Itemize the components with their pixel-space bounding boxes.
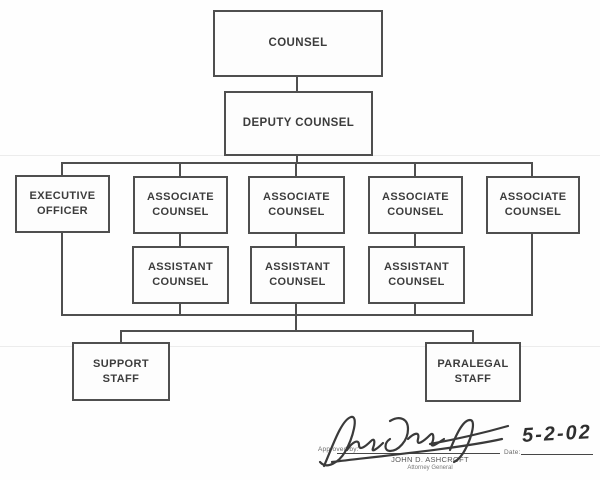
connector-counsel-deputy	[296, 77, 298, 91]
connector-drop-paralegal-staff	[472, 332, 474, 342]
connector-assistant2-lower-bus	[295, 304, 297, 316]
node-assistant-counsel-1: ASSISTANT COUNSEL	[132, 246, 229, 304]
connector-drop-associate-3	[414, 164, 416, 176]
approved-by-label: Approved by:	[318, 446, 359, 453]
node-paralegal-staff: PARALEGAL STAFF	[425, 342, 521, 402]
node-assistant-counsel-3: ASSISTANT COUNSEL	[368, 246, 465, 304]
signatory-title: Attorney General	[407, 465, 453, 471]
connector-executive-lower-bus	[61, 233, 63, 316]
scan-artifact-line	[0, 346, 600, 347]
connector-assistant3-lower-bus	[414, 304, 416, 316]
node-associate-counsel-2: ASSOCIATE COUNSEL	[248, 176, 345, 234]
connector-drop-associate-1	[179, 164, 181, 176]
connector-assistant1-lower-bus	[179, 304, 181, 316]
signature-scrawl	[318, 415, 510, 468]
node-support-staff: SUPPORT STAFF	[72, 342, 170, 401]
date-line	[521, 454, 593, 455]
connector-lower-bus	[61, 314, 533, 316]
connector-staff-bus	[120, 330, 474, 332]
connector-drop-associate-2	[295, 164, 297, 176]
signature-line	[337, 453, 500, 454]
connector-deputy-bus	[296, 156, 298, 164]
node-deputy-counsel: DEPUTY COUNSEL	[224, 91, 373, 156]
connector-drop-associate-4	[531, 164, 533, 176]
signatory-name: JOHN D. ASHCROFT	[391, 455, 469, 464]
connector-row3-bus	[61, 162, 533, 164]
node-assistant-counsel-2: ASSISTANT COUNSEL	[250, 246, 345, 304]
connector-associate2-assistant2	[295, 234, 297, 246]
node-counsel: COUNSEL	[213, 10, 383, 77]
node-associate-counsel-1: ASSOCIATE COUNSEL	[133, 176, 228, 234]
node-associate-counsel-4: ASSOCIATE COUNSEL	[486, 176, 580, 234]
connector-drop-support-staff	[120, 332, 122, 342]
connector-associate4-lower-bus	[531, 234, 533, 316]
connector-drop-executive-officer	[61, 164, 63, 175]
connector-associate3-assistant3	[414, 234, 416, 246]
node-executive-officer: EXECUTIVE OFFICER	[15, 175, 110, 233]
handwritten-date: 5-2-02	[521, 421, 593, 447]
date-label: Date:	[504, 449, 521, 456]
connector-associate1-assistant1	[179, 234, 181, 246]
node-associate-counsel-3: ASSOCIATE COUNSEL	[368, 176, 463, 234]
connector-lower-bus-staff-bus	[295, 316, 297, 330]
